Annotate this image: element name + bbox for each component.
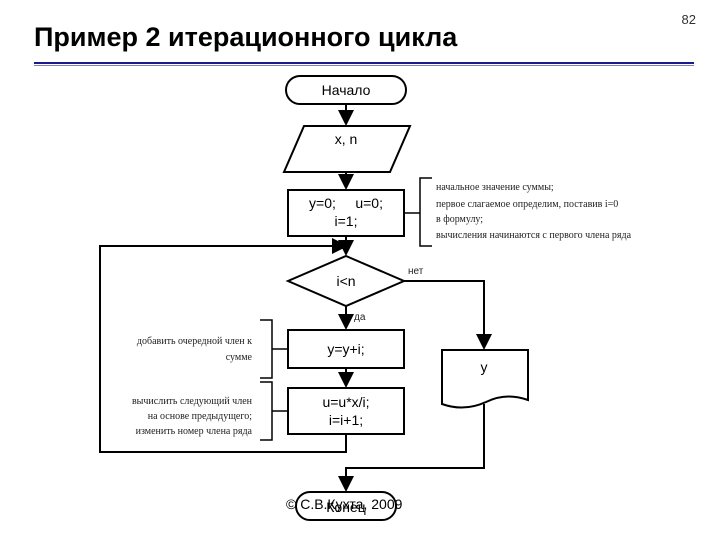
output-document xyxy=(441,349,529,409)
sum-label: y=y+i; xyxy=(327,341,364,357)
sum-comment-bracket xyxy=(260,319,288,379)
loop-back-line xyxy=(99,238,348,453)
init-comment-line-1: начальное значение суммы; xyxy=(436,182,554,193)
start-label: Начало xyxy=(322,82,371,98)
init-comment-line-4: вычисления начинаются с первого члена ря… xyxy=(436,230,632,241)
condition-label: i<n xyxy=(336,273,355,289)
update-comment-bracket xyxy=(260,381,288,441)
update-line-2: i=i+1; xyxy=(329,412,363,428)
arrow-no-branch xyxy=(404,280,492,350)
page-number: 82 xyxy=(681,12,696,27)
yes-label: да xyxy=(354,312,366,323)
init-comment-bracket xyxy=(404,177,432,247)
output-label: y xyxy=(481,359,488,375)
init-comment-line-2: первое слагаемое определим, поставив i=0 xyxy=(436,199,618,210)
update-comment-line-3: изменить номер члена ряда xyxy=(136,426,253,437)
copyright-footer: © С.В.Кухта, 2009 xyxy=(286,496,403,512)
update-line-1: u=u*x/i; xyxy=(322,394,369,410)
input-label: x, n xyxy=(335,131,358,147)
sum-comment-line-1: добавить очередной член к xyxy=(137,336,252,347)
update-comment-line-1: вычислить следующий член xyxy=(132,396,253,407)
input-parallelogram xyxy=(282,125,412,173)
init-line-2: i=1; xyxy=(335,213,358,229)
title-rule-thin xyxy=(34,65,694,66)
init-comment-line-3: в формулу; xyxy=(436,214,483,225)
slide-title: Пример 2 итерационного цикла xyxy=(34,22,458,52)
init-line-1: y=0; u=0; xyxy=(309,195,383,211)
arrow-output-end xyxy=(338,404,485,492)
end-label: Конец xyxy=(326,499,365,515)
end-terminator xyxy=(295,491,397,521)
no-label: нет xyxy=(408,266,424,277)
title-rule xyxy=(34,62,694,64)
update-comment-line-2: на основе предыдущего; xyxy=(148,411,252,422)
sum-comment-line-2: сумме xyxy=(226,352,253,363)
